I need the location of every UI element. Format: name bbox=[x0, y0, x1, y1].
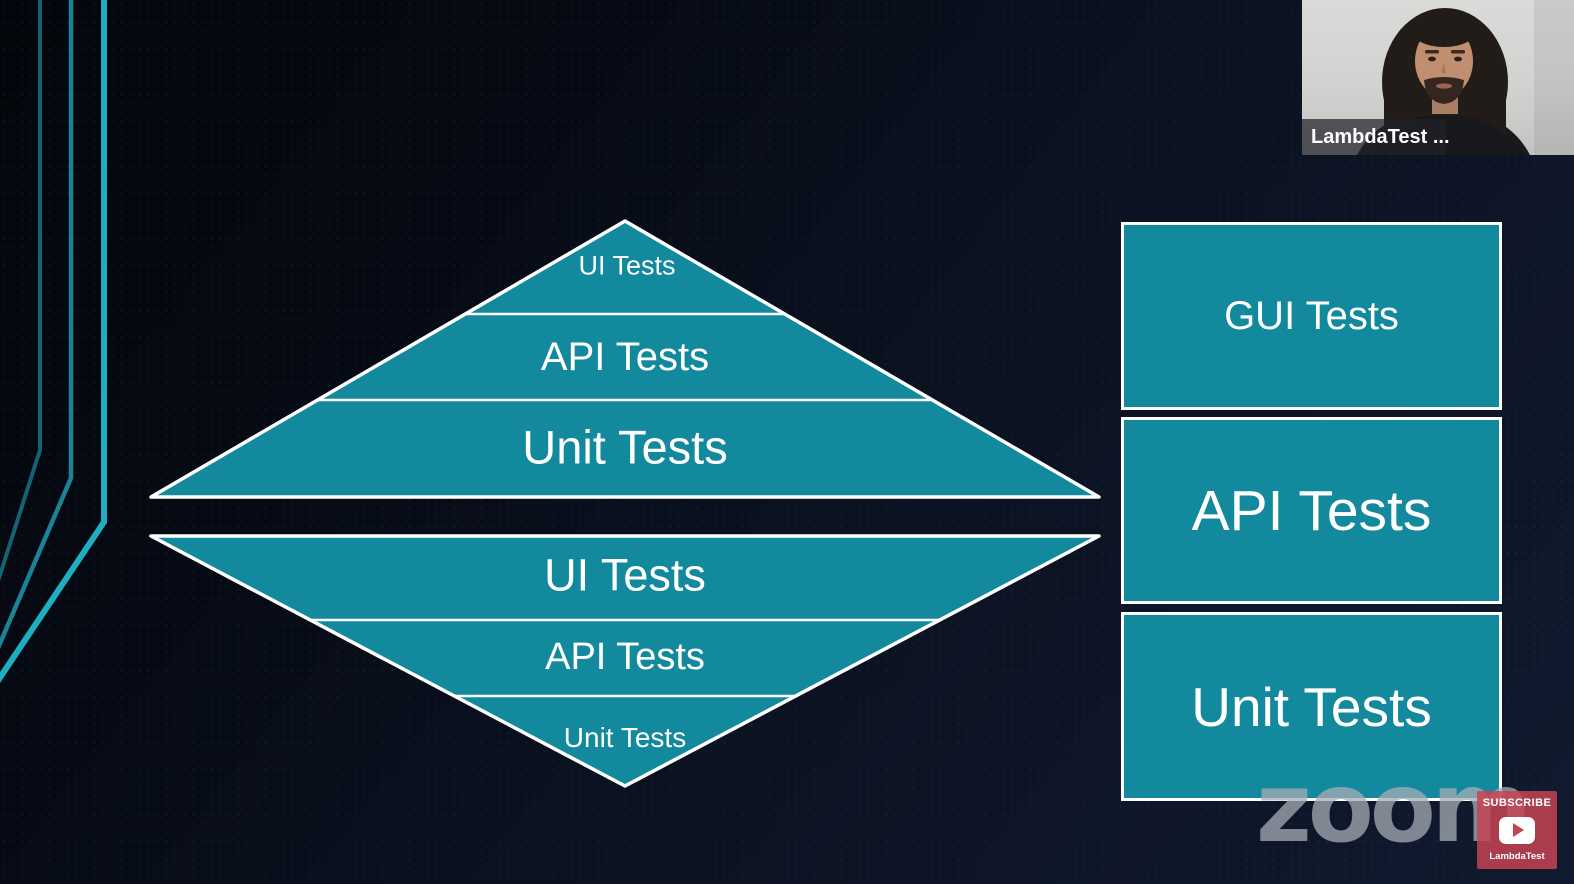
participant-name-label: LambdaTest ... bbox=[1302, 119, 1450, 155]
channel-name-label: LambdaTest bbox=[1489, 850, 1545, 862]
inverted-pyramid-tier-label-ui-tests: UI Tests bbox=[544, 549, 706, 601]
inverted-pyramid-shape bbox=[149, 534, 1101, 788]
youtube-play-icon bbox=[1499, 816, 1535, 844]
subscribe-button[interactable]: SUBSCRIBE LambdaTest bbox=[1477, 791, 1557, 869]
upper-pyramid-tier-label-ui-tests: UI Tests bbox=[578, 250, 676, 281]
unit-tests-box: Unit Tests bbox=[1121, 612, 1502, 801]
decorative-line bbox=[0, 0, 42, 582]
upper-pyramid-shape bbox=[149, 219, 1101, 499]
api-tests-box-label: API Tests bbox=[1191, 478, 1432, 543]
api-tests-box: API Tests bbox=[1121, 417, 1502, 604]
subscribe-label: SUBSCRIBE bbox=[1482, 797, 1552, 809]
decorative-line bbox=[0, 0, 107, 683]
inverted-pyramid-tier-label-unit-tests: Unit Tests bbox=[563, 722, 687, 753]
unit-tests-box-label: Unit Tests bbox=[1191, 675, 1432, 738]
upper-pyramid-tier-label-unit-tests: Unit Tests bbox=[522, 420, 728, 474]
inverted-pyramid-tier-label-api-tests: API Tests bbox=[545, 636, 705, 678]
gui-tests-box: GUI Tests bbox=[1121, 222, 1502, 410]
upper-pyramid-tier-label-api-tests: API Tests bbox=[540, 335, 710, 379]
gui-tests-box-label: GUI Tests bbox=[1224, 293, 1399, 338]
decorative-line bbox=[0, 0, 74, 650]
webcam-video-tile: LambdaTest ... bbox=[1302, 0, 1574, 155]
